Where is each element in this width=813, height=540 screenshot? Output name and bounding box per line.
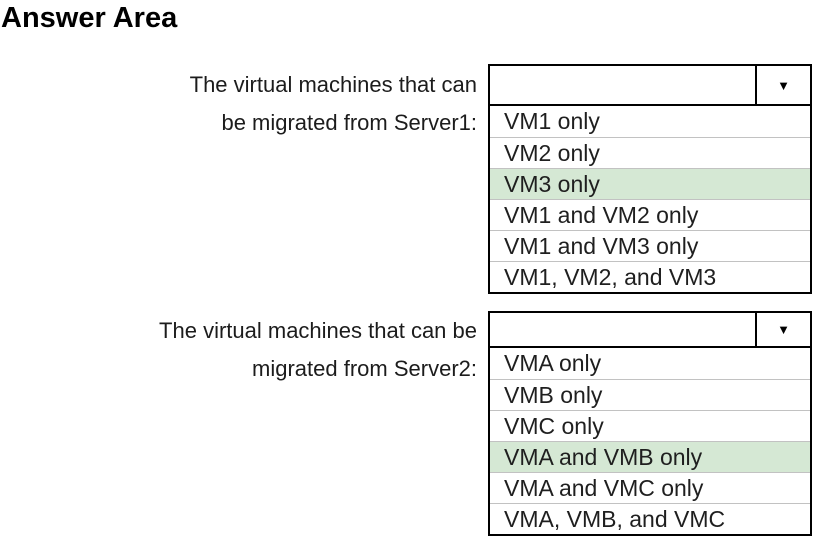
question1-dropdown-select[interactable]: ▼ <box>488 64 812 106</box>
question1-dropdown-value <box>490 66 755 104</box>
option-row[interactable]: VM1, VM2, and VM3 <box>490 261 810 292</box>
question1-label: The virtual machines that can be migrate… <box>0 66 477 142</box>
option-row[interactable]: VM1 only <box>504 108 600 134</box>
question1-options-list: VM1 only VM2 only VM3 only VM1 and VM2 o… <box>488 104 812 294</box>
question2-dropdown-button[interactable]: ▼ <box>755 313 810 346</box>
question1-label-line1: The virtual machines that can <box>189 72 477 97</box>
option-row[interactable]: VMA and VMC only <box>490 472 810 503</box>
page-title: Answer Area <box>1 2 178 34</box>
question1-dropdown-button[interactable]: ▼ <box>755 66 810 104</box>
question2-label-line1: The virtual machines that can be <box>159 318 477 343</box>
option-row[interactable]: VMA only <box>504 350 602 376</box>
option-row[interactable]: VMC only <box>490 410 810 441</box>
option-row[interactable]: VM3 only <box>490 168 810 199</box>
option-row[interactable]: VMB only <box>490 379 810 410</box>
option-row[interactable]: VMA and VMB only <box>490 441 810 472</box>
question2-label: The virtual machines that can be migrate… <box>0 312 477 388</box>
question2-dropdown-value <box>490 313 755 346</box>
option-row[interactable]: VMA, VMB, and VMC <box>490 503 810 534</box>
question2-options-list: VMA only VMB only VMC only VMA and VMB o… <box>488 346 812 536</box>
option-row[interactable]: VM2 only <box>490 137 810 168</box>
chevron-down-icon: ▼ <box>777 77 790 93</box>
option-row[interactable]: VM1 and VM3 only <box>490 230 810 261</box>
question2-label-line2: migrated from Server2: <box>252 356 477 381</box>
question1-label-line2: be migrated from Server1: <box>221 110 477 135</box>
chevron-down-icon: ▼ <box>777 322 790 337</box>
question2-dropdown-select[interactable]: ▼ <box>488 311 812 348</box>
option-row[interactable]: VM1 and VM2 only <box>490 199 810 230</box>
